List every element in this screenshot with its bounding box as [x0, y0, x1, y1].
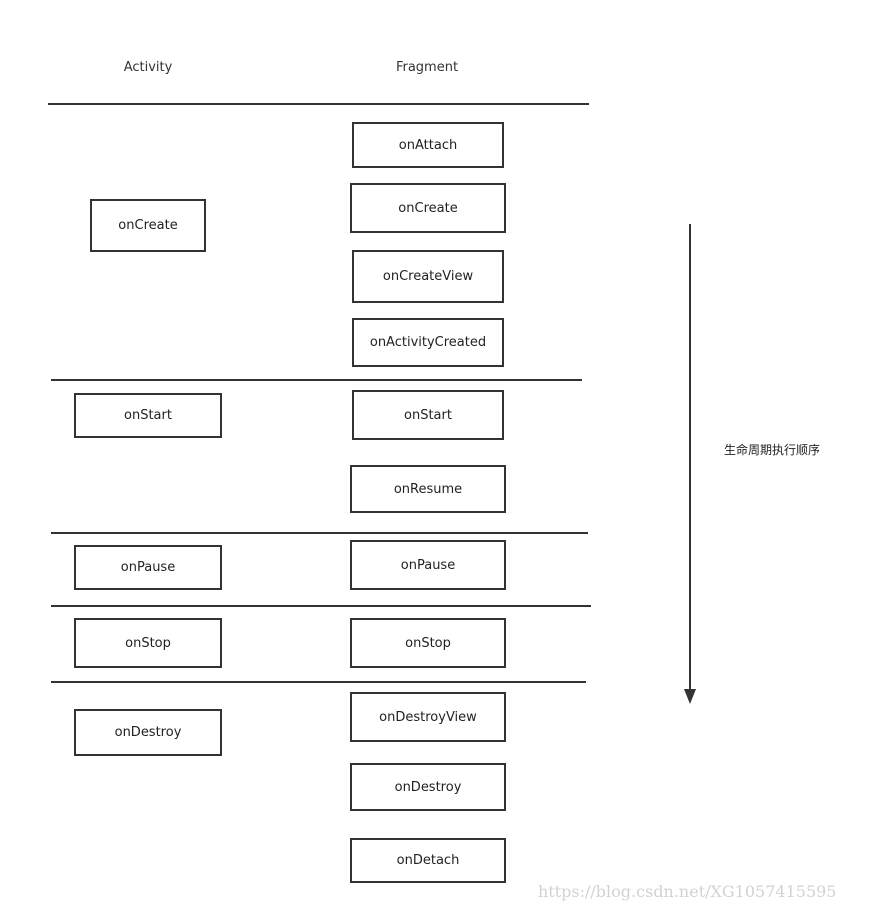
fragment-onpause-box: onPause	[350, 540, 506, 590]
execution-order-label: 生命周期执行顺序	[724, 443, 821, 457]
fragment-ondetach-box: onDetach	[350, 838, 506, 883]
fragment-column-header: Fragment	[395, 60, 459, 75]
fragment-onresume-box: onResume	[350, 465, 506, 513]
fragment-onstart-box: onStart	[352, 390, 504, 440]
pause-stop-divider	[51, 605, 591, 607]
watermark-text: https://blog.csdn.net/XG1057415595	[538, 882, 837, 901]
header-divider	[48, 103, 589, 105]
fragment-ondestroy-box: onDestroy	[350, 763, 506, 811]
arrow-down-icon	[684, 689, 696, 704]
create-start-divider	[51, 379, 582, 381]
activity-column-header: Activity	[123, 60, 173, 75]
resume-pause-divider	[51, 532, 588, 534]
fragment-ondestroyview-box: onDestroyView	[350, 692, 506, 742]
fragment-oncreate-box: onCreate	[350, 183, 506, 233]
activity-onstop-box: onStop	[74, 618, 222, 668]
fragment-oncreateview-box: onCreateView	[352, 250, 504, 303]
execution-order-arrow-line	[689, 224, 691, 692]
activity-oncreate-box: onCreate	[90, 199, 206, 252]
fragment-onstop-box: onStop	[350, 618, 506, 668]
stop-destroy-divider	[51, 681, 586, 683]
activity-ondestroy-box: onDestroy	[74, 709, 222, 756]
fragment-onattach-box: onAttach	[352, 122, 504, 168]
activity-onstart-box: onStart	[74, 393, 222, 438]
fragment-onactivitycreated-box: onActivityCreated	[352, 318, 504, 367]
activity-onpause-box: onPause	[74, 545, 222, 590]
